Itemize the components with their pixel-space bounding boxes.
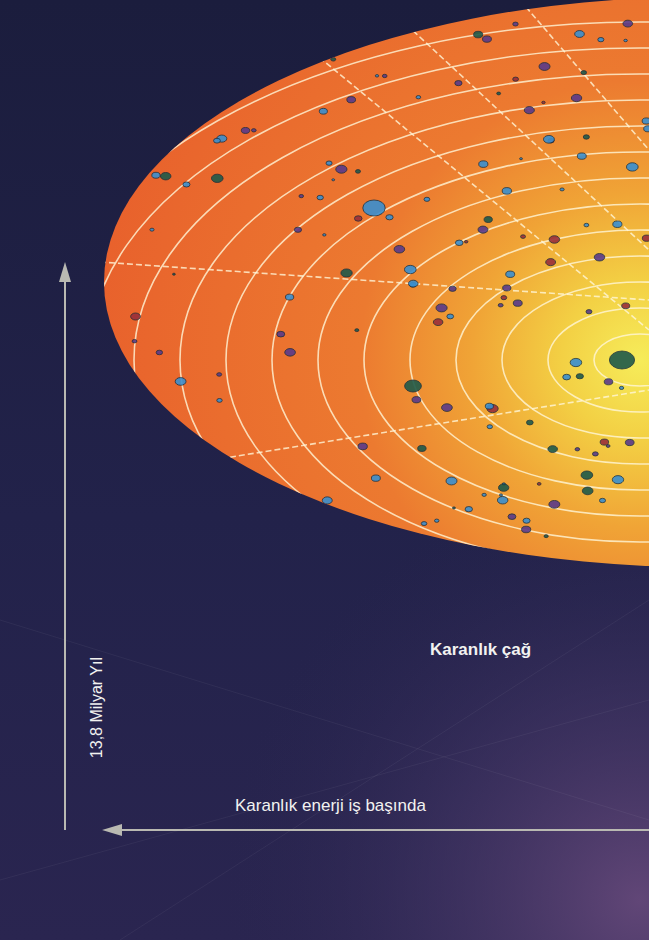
- map-spots: [107, 8, 649, 538]
- faint-rays: [0, 600, 649, 940]
- axis-arrows: [65, 278, 649, 830]
- arrow-heads: [59, 262, 122, 836]
- axis-label: Karanlık enerji iş başında: [235, 796, 426, 816]
- era-label: Karanlık çağ: [430, 640, 531, 660]
- axis-label: 13,8 Milyar Yıl: [87, 657, 106, 758]
- map-grid: [42, 0, 649, 698]
